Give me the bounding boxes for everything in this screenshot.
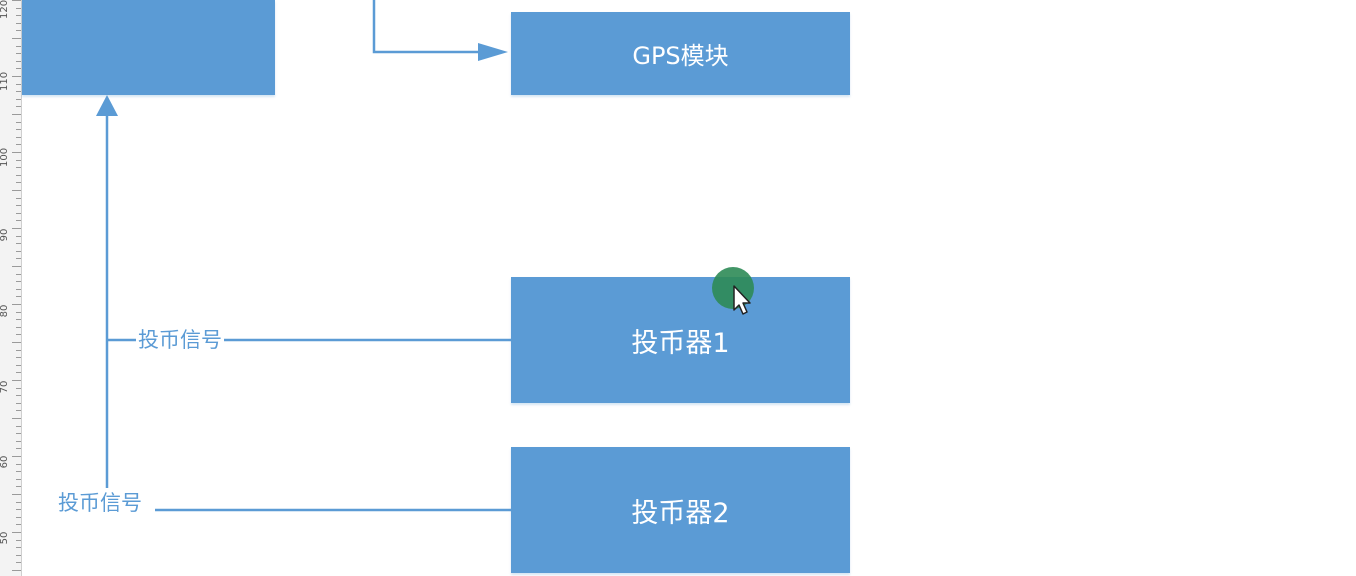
ruler-tick (16, 509, 21, 510)
ruler-tick (16, 365, 21, 366)
coin-signal-label-1: 投币信号 (136, 328, 224, 352)
vertical-ruler: 120 110 100 90 80 70 60 50 (0, 0, 22, 576)
ruler-tick (16, 372, 21, 373)
ruler-tick (16, 448, 21, 449)
connector-trunk-arrow (96, 95, 118, 116)
ruler-tick (16, 441, 21, 442)
ruler-tick (16, 524, 21, 525)
ruler-tick (16, 410, 21, 411)
ruler-tick (16, 502, 21, 503)
ruler-tick (16, 129, 21, 130)
ruler-tick (16, 395, 21, 396)
ruler-tick (16, 289, 21, 290)
ruler-tick (16, 68, 21, 69)
ruler-tick (16, 23, 21, 24)
ruler-tick (16, 213, 21, 214)
coin-acceptor-2-node[interactable]: 投币器2 (511, 447, 850, 573)
ruler-tick (16, 99, 21, 100)
ruler-tick (16, 182, 21, 183)
ruler-tick (16, 144, 21, 145)
ruler-tick (16, 281, 21, 282)
ruler-tick (16, 327, 21, 328)
connector-gps-arrow (478, 43, 508, 61)
ruler-tick (16, 106, 21, 107)
ruler-tick (12, 304, 21, 305)
ruler-tick (12, 190, 21, 191)
ruler-tick (16, 160, 21, 161)
ruler-tick (16, 471, 21, 472)
ruler-tick (12, 0, 21, 1)
ruler-tick (16, 84, 21, 85)
ruler-tick (16, 388, 21, 389)
ruler-tick (16, 517, 21, 518)
connector-to-gps[interactable] (372, 0, 500, 54)
ruler-tick (16, 403, 21, 404)
ruler-tick (12, 380, 21, 381)
ruler-tick (16, 167, 21, 168)
ruler-tick (16, 30, 21, 31)
ruler-tick (16, 243, 21, 244)
ruler-tick (16, 334, 21, 335)
ruler-tick (16, 433, 21, 434)
ruler-tick (12, 114, 21, 115)
ruler-tick (12, 228, 21, 229)
ruler-tick (16, 46, 21, 47)
ruler-tick (16, 205, 21, 206)
ruler-tick (12, 494, 21, 495)
coin-acceptor-1-node[interactable]: 投币器1 (511, 277, 850, 403)
coin-signal-label-2: 投币信号 (56, 491, 144, 515)
ruler-tick (12, 38, 21, 39)
ruler-tick (16, 15, 21, 16)
ruler-tick (16, 547, 21, 548)
ruler-tick (16, 486, 21, 487)
ruler-tick (16, 296, 21, 297)
ruler-tick (16, 555, 21, 556)
ruler-tick (16, 251, 21, 252)
ruler-tick (16, 479, 21, 480)
ruler-tick (16, 53, 21, 54)
mouse-cursor-icon (712, 267, 754, 315)
ruler-tick (16, 350, 21, 351)
coin-acceptor-1-label: 投币器1 (631, 327, 730, 359)
top-left-node[interactable] (22, 0, 275, 95)
ruler-tick (12, 532, 21, 533)
gps-module-node[interactable]: GPS模块 (511, 12, 850, 95)
ruler-tick (16, 236, 21, 237)
ruler-tick (12, 570, 21, 571)
ruler-tick (12, 152, 21, 153)
ruler-tick (16, 61, 21, 62)
ruler-tick (16, 426, 21, 427)
ruler-tick (16, 464, 21, 465)
ruler-tick (16, 274, 21, 275)
ruler-tick (16, 258, 21, 259)
ruler-tick (16, 312, 21, 313)
ruler-tick (16, 540, 21, 541)
ruler-tick (16, 175, 21, 176)
ruler-tick (16, 8, 21, 9)
ruler-tick (12, 456, 21, 457)
ruler-tick (16, 91, 21, 92)
ruler-tick (16, 122, 21, 123)
ruler-tick (12, 342, 21, 343)
ruler-tick (16, 319, 21, 320)
ruler-tick (12, 418, 21, 419)
ruler-tick (16, 220, 21, 221)
coin-acceptor-2-label: 投币器2 (631, 497, 730, 529)
ruler-tick (16, 198, 21, 199)
ruler-tick (16, 562, 21, 563)
ruler-tick (12, 266, 21, 267)
gps-module-label: GPS模块 (632, 42, 729, 70)
ruler-tick (16, 357, 21, 358)
ruler-tick (16, 137, 21, 138)
ruler-tick (12, 76, 21, 77)
